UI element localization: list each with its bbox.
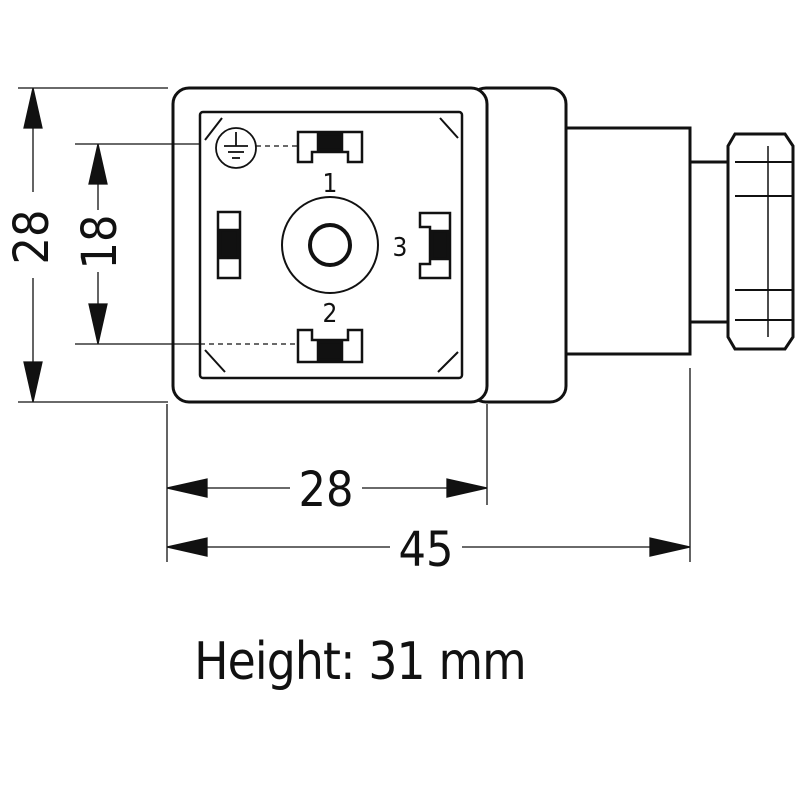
pin-2-contact [296,328,364,364]
pin-1-label: 1 [323,169,338,199]
connector-housing [171,86,568,404]
pin-1-contact [296,130,364,164]
cable-gland [563,126,795,356]
gland-body [563,126,692,356]
dim-left-outer-label: 28 [4,210,60,265]
hex-nut [726,132,795,351]
dim-left-inner-label: 18 [72,215,128,270]
dimension-lines [23,87,691,557]
center-contact [281,196,379,294]
pe-contact [216,210,242,280]
dim-bottom-total-label: 45 [399,522,454,578]
pin-3-label: 3 [393,233,408,263]
pin-3-contact [418,211,452,280]
ground-icon [215,127,257,169]
dim-bottom-body-label: 28 [299,462,354,518]
pin-2-label: 2 [323,299,338,329]
height-caption: Height: 31 mm [194,632,527,692]
contact-face [198,110,464,380]
